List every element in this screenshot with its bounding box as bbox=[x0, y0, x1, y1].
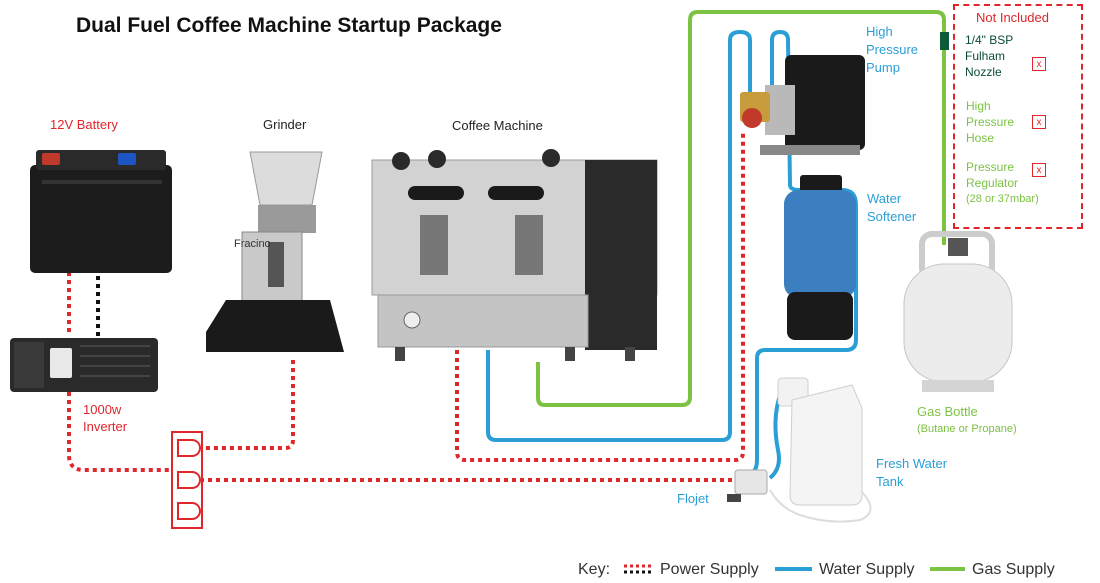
pump-image bbox=[740, 55, 865, 155]
key-swatches bbox=[624, 564, 965, 574]
water-tank-label-line2: Tank bbox=[876, 474, 904, 489]
inverter-image bbox=[10, 338, 158, 392]
water-supply-line bbox=[486, 29, 858, 480]
flojet-image bbox=[727, 469, 872, 523]
inverter-label-line2: Inverter bbox=[83, 419, 128, 434]
softener-label-line1: Water bbox=[867, 191, 902, 206]
water-softener-image bbox=[784, 175, 856, 340]
nozzle-label-line3: Nozzle bbox=[965, 65, 1002, 79]
nozzle-fitting bbox=[940, 32, 949, 50]
water-tank-image bbox=[777, 377, 863, 506]
water-tank-label-line1: Fresh Water bbox=[876, 456, 948, 471]
gas-bottle-label: Gas Bottle bbox=[917, 404, 978, 419]
battery-image bbox=[30, 150, 172, 273]
regulator-excluded-mark: x bbox=[1032, 163, 1046, 177]
key-gas-supply: Gas Supply bbox=[972, 561, 1055, 578]
nozzle-excluded-mark: x bbox=[1032, 57, 1046, 71]
key-label: Key: bbox=[578, 561, 611, 578]
key-power-supply: Power Supply bbox=[660, 561, 759, 578]
flojet-label: Flojet bbox=[677, 491, 709, 506]
grinder-brand: Fracino bbox=[234, 238, 271, 250]
gas-bottle-image bbox=[903, 231, 1013, 392]
hose-label-line3: Hose bbox=[966, 131, 995, 145]
grinder-label: Grinder bbox=[263, 117, 307, 132]
pump-label-line1: High bbox=[866, 24, 893, 39]
grinder-image bbox=[206, 151, 344, 352]
nozzle-label-line2: Fulham bbox=[965, 49, 1006, 63]
pump-label-line3: Pump bbox=[866, 60, 900, 75]
hose-label-line1: High bbox=[966, 99, 991, 113]
power-socket-strip bbox=[171, 431, 203, 529]
not-included-heading: Not Included bbox=[976, 10, 1049, 25]
diagram-title: Dual Fuel Coffee Machine Startup Package bbox=[76, 14, 502, 37]
nozzle-label-line1: 1/4" BSP bbox=[965, 33, 1014, 47]
gas-supply-line bbox=[536, 10, 946, 407]
pump-label-line2: Pressure bbox=[866, 42, 919, 57]
inverter-label-line1: 1000w bbox=[83, 402, 122, 417]
coffee-machine-label: Coffee Machine bbox=[452, 118, 543, 133]
power-supply-line bbox=[67, 130, 745, 482]
battery-label: 12V Battery bbox=[50, 117, 118, 132]
hose-label-line2: Pressure bbox=[966, 115, 1015, 129]
hose-excluded-mark: x bbox=[1032, 115, 1046, 129]
key-water-supply: Water Supply bbox=[819, 561, 915, 578]
coffee-machine-image bbox=[371, 149, 658, 361]
regulator-label-line2: Regulator bbox=[966, 176, 1019, 190]
gas-bottle-sublabel: (Butane or Propane) bbox=[917, 423, 1017, 435]
not-included-box bbox=[953, 4, 1083, 229]
regulator-label-line1: Pressure bbox=[966, 160, 1015, 174]
regulator-label-line3: (28 or 37mbar) bbox=[966, 193, 1039, 205]
softener-label-line2: Softener bbox=[867, 209, 917, 224]
